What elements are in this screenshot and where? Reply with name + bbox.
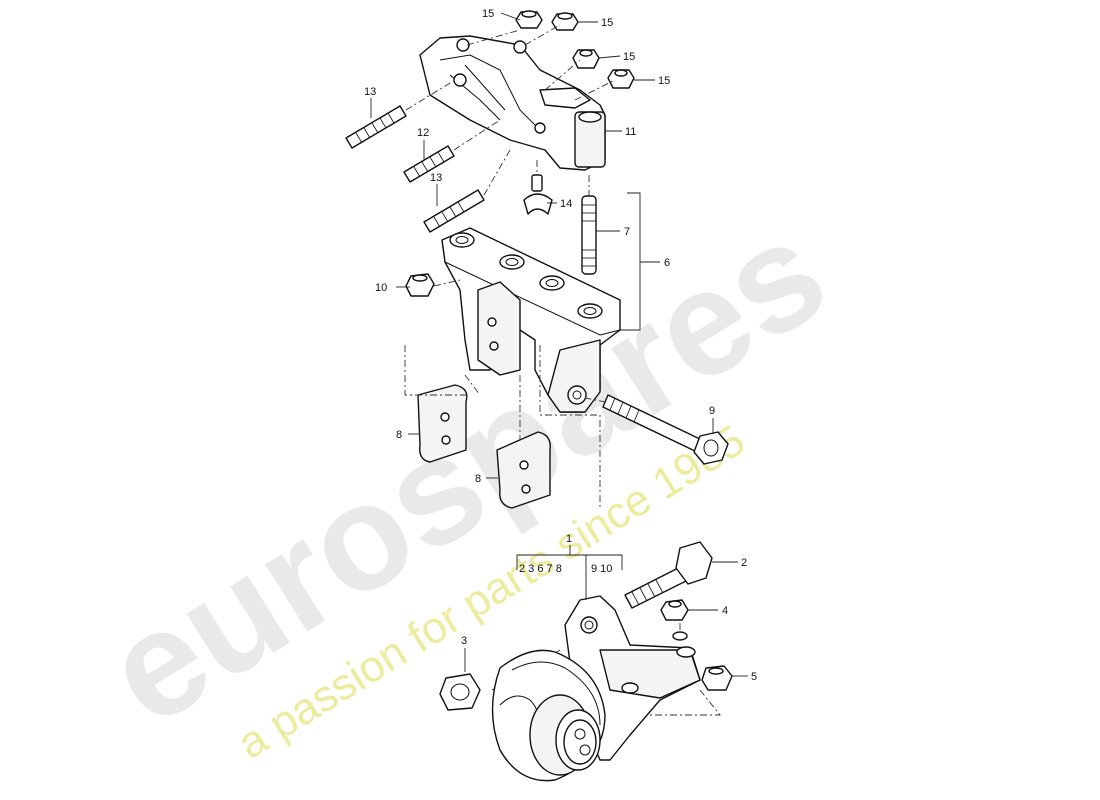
bolt-2: [624, 541, 713, 609]
stud-12: [403, 145, 455, 183]
nut-15-d: [607, 69, 635, 89]
leader-lines: [370, 12, 748, 677]
callout-5: 5: [751, 671, 757, 683]
callout-15-a: 15: [482, 8, 494, 20]
stud-13-upper: [345, 105, 407, 149]
callout-8-right: 8: [475, 473, 481, 485]
assembly-legend-group-a: 2 3 6 7 8: [519, 563, 562, 575]
callout-4: 4: [722, 605, 728, 617]
nut-4: [660, 599, 689, 621]
engine-mount: [491, 595, 701, 782]
nut-5: [701, 665, 733, 691]
callout-13-upper: 13: [364, 86, 376, 98]
assembly-legend-group-b: 9 10: [591, 563, 612, 575]
callout-3: 3: [461, 635, 467, 647]
callout-12: 12: [417, 127, 429, 139]
callout-labels: 15 15 15 15 13 12 11 13 14 7 6 10 9 8 8 …: [364, 8, 757, 683]
callout-6: 6: [664, 257, 670, 269]
plate-8-left: [417, 384, 468, 463]
bolt-9: [602, 394, 729, 465]
callout-1: 1: [566, 533, 572, 545]
callout-11: 11: [625, 126, 636, 138]
nut-10: [405, 273, 435, 297]
plate-8-right: [496, 431, 551, 509]
assembly-lines: [404, 24, 721, 716]
callout-8-left: 8: [396, 429, 402, 441]
callout-15-d: 15: [658, 75, 670, 87]
stud-13-lower: [423, 189, 485, 233]
callout-2: 2: [741, 557, 747, 569]
upper-bracket: [419, 35, 606, 171]
callout-7: 7: [624, 226, 630, 238]
callout-9: 9: [709, 405, 715, 417]
nut-3: [439, 673, 481, 711]
callout-15-c: 15: [623, 51, 635, 63]
middle-bracket: [441, 227, 621, 413]
nut-15-c: [572, 49, 600, 69]
stud-7: [581, 195, 597, 275]
callout-10: 10: [375, 282, 387, 294]
callout-14: 14: [560, 198, 572, 210]
nut-15-b: [551, 12, 579, 31]
nut-15-a: [515, 10, 543, 29]
callout-13-lower: 13: [430, 172, 442, 184]
callout-15-b: 15: [601, 17, 613, 29]
clip-14: [523, 174, 553, 215]
